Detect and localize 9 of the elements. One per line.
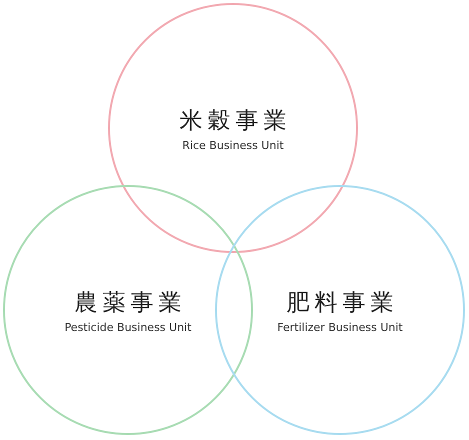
- venn-circle: [108, 3, 358, 253]
- unit-subtitle: Pesticide Business Unit: [64, 320, 192, 334]
- unit-subtitle: Rice Business Unit: [182, 138, 284, 152]
- unit-subtitle: Fertilizer Business Unit: [277, 320, 403, 334]
- unit-title: 肥料事業: [286, 288, 398, 318]
- unit-title: 米穀事業: [180, 106, 292, 136]
- unit-title: 農薬事業: [74, 288, 186, 318]
- venn-circle: [3, 185, 253, 435]
- venn-circle: [215, 185, 465, 435]
